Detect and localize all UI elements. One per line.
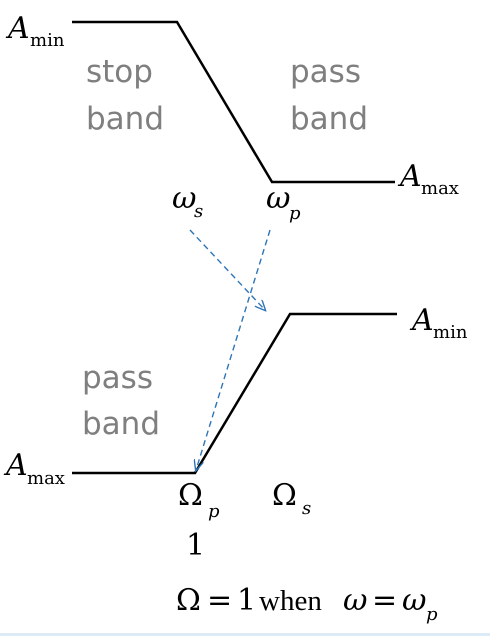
mapping-arrow-omega-p (196, 229, 271, 470)
svg-text:pass: pass (82, 360, 153, 396)
bottom-pass-band-label: pass band (82, 360, 160, 442)
svg-text:stop: stop (86, 54, 153, 90)
mapping-arrow-omega-s (189, 229, 265, 310)
omega-p-label: ω p (266, 181, 301, 224)
svg-text:pass: pass (290, 54, 361, 90)
svg-text:max: max (421, 178, 459, 199)
caption-equation: Ω = 1 when ω = ω p (176, 583, 438, 625)
svg-text:Ω: Ω (176, 583, 201, 618)
top-response-curve (72, 20, 395, 184)
svg-text:ω: ω (266, 181, 290, 216)
svg-text:band: band (82, 406, 160, 442)
Omega-p-label: Ω p (178, 478, 220, 522)
svg-text:1: 1 (237, 583, 256, 618)
svg-text:ω: ω (172, 181, 196, 216)
svg-text:A: A (397, 159, 422, 194)
top-a-max-label: A max (397, 159, 459, 199)
svg-text:band: band (86, 101, 164, 137)
one-label: 1 (186, 528, 205, 563)
svg-text:=: = (207, 583, 232, 618)
Omega-s-label: Ω s (272, 478, 311, 519)
svg-text:ω: ω (343, 583, 367, 618)
svg-text:s: s (194, 201, 203, 222)
top-pass-band-label: pass band (290, 54, 368, 137)
svg-text:p: p (289, 203, 301, 224)
svg-text:Ω: Ω (272, 478, 297, 513)
bottom-a-min-label: A min (409, 303, 468, 343)
bottom-response-curve (72, 312, 397, 475)
svg-text:ω: ω (402, 583, 426, 618)
svg-text:band: band (290, 101, 368, 137)
svg-text:A: A (3, 448, 28, 483)
top-a-min-label: A min (5, 11, 65, 51)
svg-text:max: max (27, 468, 65, 489)
svg-text:s: s (302, 498, 311, 519)
omega-s-label: ω s (172, 181, 203, 222)
bottom-divider (0, 633, 490, 636)
svg-text:=: = (372, 583, 397, 618)
bottom-a-max-label: A max (3, 448, 65, 489)
svg-text:when: when (259, 585, 322, 617)
top-stop-band-label: stop band (86, 54, 164, 137)
svg-text:p: p (426, 604, 438, 625)
svg-text:Ω: Ω (178, 478, 203, 513)
svg-text:min: min (433, 322, 468, 343)
svg-text:A: A (5, 11, 30, 46)
svg-text:p: p (208, 501, 220, 522)
svg-text:A: A (409, 303, 434, 338)
svg-text:min: min (30, 30, 65, 51)
